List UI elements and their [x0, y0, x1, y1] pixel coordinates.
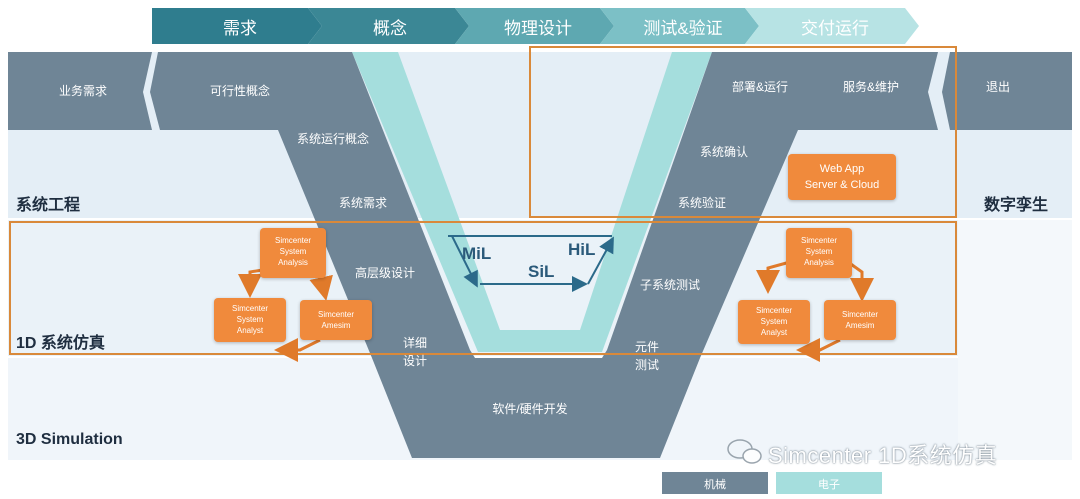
- left-top-line-1: Simcenter: [274, 236, 311, 245]
- right-cycle-arrow-3: [796, 338, 841, 362]
- v-bottom: [372, 358, 700, 458]
- label-detail-design-2: 设计: [402, 354, 427, 368]
- left-cycle-top-box: Simcenter System Analysis: [260, 228, 326, 278]
- right-cycle-arrow-2: [847, 260, 874, 302]
- left-right-line-1: Simcenter: [317, 310, 354, 319]
- v-teal-inner: [352, 52, 712, 352]
- right-left-line-1: Simcenter: [755, 306, 792, 315]
- label-sys-validation: 系统确认: [699, 145, 748, 159]
- label-3d-simulation: 3D Simulation: [16, 431, 123, 448]
- watermark-text: Simcenter 1D系统仿真: [768, 443, 998, 468]
- left-cycle-arrow-3: [274, 338, 321, 362]
- left-cycle-left-box: Simcenter System Analyst: [214, 298, 286, 342]
- left-left-line-1: Simcenter: [231, 304, 268, 313]
- right-left-line-2: System: [760, 317, 788, 326]
- right-cycle-right-box: Simcenter Amesim: [824, 300, 896, 340]
- right-cycle-top-box: Simcenter System Analysis: [786, 228, 852, 278]
- band-right-fade: [958, 220, 1072, 460]
- label-business-needs: 业务需求: [58, 84, 107, 98]
- phase-requirements: 需求: [223, 19, 257, 38]
- phase-bar: [152, 8, 919, 44]
- label-feasibility: 可行性概念: [209, 84, 270, 98]
- right-top-line-1: Simcenter: [800, 236, 837, 245]
- legend-mechanical-label: 机械: [704, 479, 726, 491]
- phase-physical-design: 物理设计: [504, 19, 572, 38]
- label-subsystem-test: 子系统测试: [639, 278, 700, 292]
- label-sw-hw-dev: 软件/硬件开发: [492, 402, 568, 416]
- right-left-line-3: Analyst: [760, 328, 788, 337]
- label-hil: HiL: [568, 240, 596, 259]
- label-1d-simulation: 1D 系统仿真: [16, 335, 105, 352]
- label-component-test-1: 元件: [634, 340, 659, 354]
- label-mil: MiL: [462, 244, 492, 263]
- phase-delivery-run: 交付运行: [801, 19, 869, 38]
- label-digital-twin: 数字孪生: [984, 197, 1049, 214]
- phase-test-verify: 测试&验证: [643, 19, 723, 38]
- left-left-line-3: Analyst: [236, 326, 264, 335]
- phase-chevron-5: [745, 8, 919, 44]
- left-top-line-2: System: [279, 247, 307, 256]
- legend-mechanical-swatch: [662, 472, 768, 494]
- block-business-needs: [8, 52, 152, 130]
- label-sys-verification: 系统验证: [677, 196, 726, 210]
- label-service-maintain: 服务&维护: [842, 80, 899, 94]
- v-right-arm: [602, 52, 938, 358]
- cloud-box-line-2: Server & Cloud: [804, 179, 880, 191]
- frame-1d-simulation: [9, 221, 957, 355]
- left-top-line-3: Analysis: [278, 258, 308, 267]
- label-sys-concept: 系统运行概念: [296, 132, 369, 146]
- label-sys-requirements: 系统需求: [338, 196, 387, 210]
- label-detail-design-1: 详细: [402, 336, 427, 350]
- right-right-line-1: Simcenter: [841, 310, 878, 319]
- label-deploy-run: 部署&运行: [731, 80, 788, 94]
- phase-chevron-1: [152, 8, 322, 44]
- legend-electrical-label: 电子: [818, 479, 840, 491]
- right-top-line-3: Analysis: [804, 258, 834, 267]
- left-right-line-2: Amesim: [321, 321, 351, 330]
- block-exit: [942, 52, 1072, 130]
- frame-digital-twin: [529, 46, 957, 218]
- hil-arrow: [587, 236, 614, 285]
- label-system-engineering: 系统工程: [16, 197, 81, 214]
- label-sil: SiL: [528, 262, 555, 281]
- mil-arrow: [451, 235, 478, 288]
- label-exit: 退出: [985, 80, 1010, 94]
- v-left-arm: [150, 52, 475, 358]
- right-cycle-arrow-1: [756, 260, 791, 294]
- label-high-level-design: 高层级设计: [354, 266, 415, 280]
- wechat-icon: [727, 439, 762, 464]
- phase-chevron-4: [600, 8, 759, 44]
- right-right-line-2: Amesim: [845, 321, 875, 330]
- phase-concept: 概念: [373, 19, 407, 38]
- right-cycle-left-box: Simcenter System Analyst: [738, 300, 810, 344]
- left-cycle-right-box: Simcenter Amesim: [300, 300, 372, 340]
- left-left-line-2: System: [236, 315, 264, 324]
- right-top-line-2: System: [805, 247, 833, 256]
- phase-chevron-3: [455, 8, 614, 44]
- cloud-box: Web App Server & Cloud: [788, 154, 896, 200]
- label-component-test-2: 测试: [634, 358, 659, 372]
- phase-chevron-2: [308, 8, 469, 44]
- cloud-box-line-1: Web App: [819, 163, 865, 175]
- legend-electrical-swatch: [776, 472, 882, 494]
